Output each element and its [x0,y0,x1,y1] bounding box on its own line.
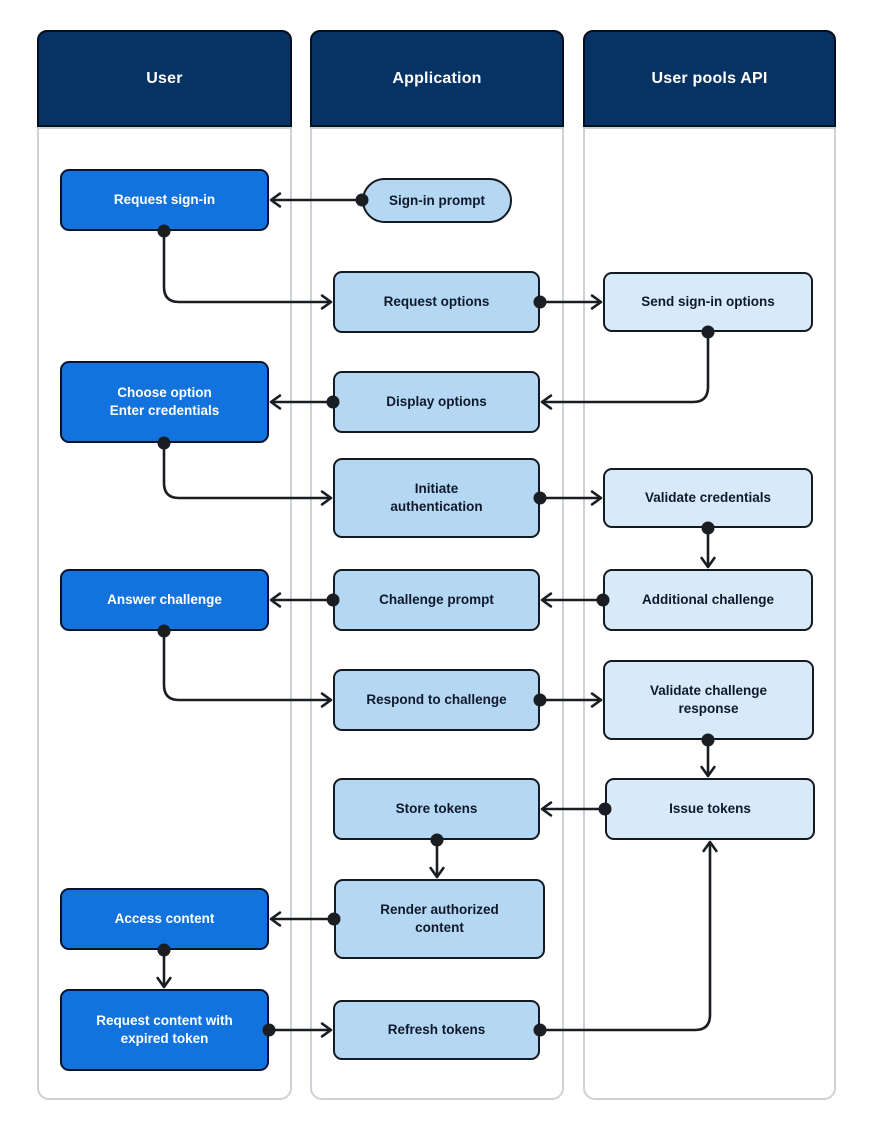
node-request-options: Request options [333,271,540,333]
node-label-line: Display options [386,394,487,410]
node-respond-to-challenge: Respond to challenge [333,669,540,731]
node-send-sign-in-options: Send sign-in options [603,272,813,332]
node-issue-tokens: Issue tokens [605,778,815,840]
node-label-line: Refresh tokens [387,1022,486,1038]
node-initiate-authentication: Initiate authentication [333,458,540,538]
node-label-line: Store tokens [395,801,478,817]
node-label-line: Request content with [96,1013,233,1029]
node-label-line: Initiate [414,481,459,497]
node-store-tokens: Store tokens [333,778,540,840]
lane-header-user-pools-api: User pools API [583,30,836,127]
node-request-content-expired-token: Request content with expired token [60,989,269,1071]
node-label-line: expired token [120,1031,209,1046]
node-label-line: Choose option [117,385,212,401]
lane-header-user: User [37,30,292,127]
node-label-line: Additional challenge [641,592,774,608]
node-label-line: Send sign-in options [641,294,775,310]
node-validate-challenge-response: Validate challenge response [603,660,814,740]
node-label-line: Access content [114,911,215,927]
node-validate-credentials: Validate credentials [603,468,813,528]
node-label-line: Render authorized [380,902,499,918]
node-label-line: Challenge prompt [379,592,494,608]
node-refresh-tokens: Refresh tokens [333,1000,540,1060]
node-label-line: Validate credentials [644,490,772,506]
node-label-line: Sign-in prompt [389,192,485,208]
node-request-sign-in: Request sign-in [60,169,269,231]
node-display-options: Display options [333,371,540,433]
node-label-line: authentication [390,499,483,514]
node-answer-challenge: Answer challenge [60,569,269,631]
node-label-line: Request options [383,294,490,310]
node-label-line: Respond to challenge [366,692,507,708]
node-label-line: Enter credentials [109,403,220,418]
lane-title: Application [392,69,482,87]
node-label-line: Issue tokens [669,801,751,817]
node-render-authorized-content: Render authorized content [334,879,545,959]
node-label-line: content [415,920,464,935]
node-label-line: Request sign-in [113,192,216,208]
node-label-line: response [678,701,739,716]
node-label-line: Validate challenge [649,683,768,699]
node-access-content: Access content [60,888,269,950]
lane-title: User pools API [651,69,768,87]
node-sign-in-prompt: Sign-in prompt [362,178,512,223]
lane-header-application: Application [310,30,564,127]
node-additional-challenge: Additional challenge [603,569,813,631]
lane-title: User [146,69,183,87]
node-label-line: Answer challenge [107,592,222,608]
node-challenge-prompt: Challenge prompt [333,569,540,631]
